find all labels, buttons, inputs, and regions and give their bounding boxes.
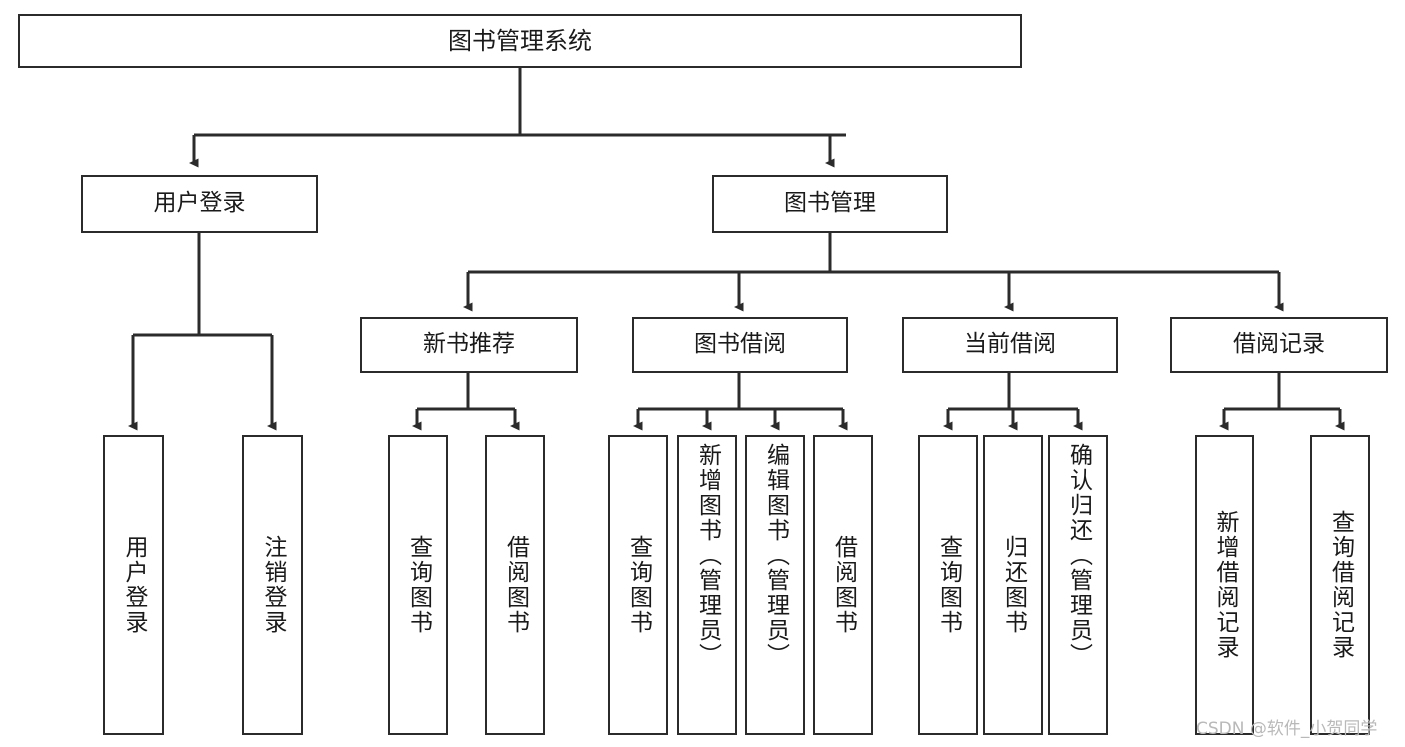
node-leaf-add-book-admin-label: 新增图书（管理员） [694, 443, 721, 668]
node-leaf-query-book-3-label: 查询图书 [935, 535, 962, 635]
node-leaf-confirm-return-admin-label: 确认归还（管理员） [1065, 443, 1092, 668]
node-leaf-add-borrow-record-label: 新增借阅记录 [1212, 510, 1238, 660]
node-book-borrow-label: 图书借阅 [694, 331, 786, 358]
node-leaf-confirm-return-admin[interactable]: 确认归还（管理员） [1048, 435, 1108, 735]
node-book-management[interactable]: 图书管理 [712, 175, 948, 233]
node-leaf-user-logout[interactable]: 注销登录 [242, 435, 303, 735]
node-user-login[interactable]: 用户登录 [81, 175, 318, 233]
node-leaf-borrow-book-1[interactable]: 借阅图书 [485, 435, 545, 735]
node-new-book-recommend[interactable]: 新书推荐 [360, 317, 578, 373]
node-leaf-return-book[interactable]: 归还图书 [983, 435, 1043, 735]
node-leaf-borrow-book-2[interactable]: 借阅图书 [813, 435, 873, 735]
node-current-borrow[interactable]: 当前借阅 [902, 317, 1118, 373]
node-root-label: 图书管理系统 [448, 26, 592, 55]
node-new-book-recommend-label: 新书推荐 [423, 331, 515, 358]
node-book-management-label: 图书管理 [784, 190, 876, 217]
node-borrow-record-label: 借阅记录 [1233, 331, 1325, 358]
node-leaf-query-book-1[interactable]: 查询图书 [388, 435, 448, 735]
node-leaf-add-borrow-record[interactable]: 新增借阅记录 [1195, 435, 1254, 735]
node-leaf-query-borrow-record[interactable]: 查询借阅记录 [1310, 435, 1370, 735]
node-leaf-query-book-2[interactable]: 查询图书 [608, 435, 668, 735]
node-user-login-label: 用户登录 [153, 190, 246, 217]
node-leaf-user-login[interactable]: 用户登录 [103, 435, 164, 735]
watermark-text: CSDN @软件_小贺同学 [1196, 719, 1378, 739]
node-leaf-query-book-1-label: 查询图书 [405, 535, 432, 635]
node-leaf-user-logout-label: 注销登录 [260, 535, 286, 635]
node-book-borrow[interactable]: 图书借阅 [632, 317, 848, 373]
node-leaf-edit-book-admin[interactable]: 编辑图书（管理员） [745, 435, 805, 735]
node-leaf-query-borrow-record-label: 查询借阅记录 [1327, 510, 1354, 660]
node-leaf-return-book-label: 归还图书 [1000, 535, 1027, 635]
node-leaf-query-book-3[interactable]: 查询图书 [918, 435, 978, 735]
node-leaf-borrow-book-2-label: 借阅图书 [830, 535, 857, 635]
node-borrow-record[interactable]: 借阅记录 [1170, 317, 1388, 373]
node-leaf-borrow-book-1-label: 借阅图书 [502, 535, 529, 635]
node-leaf-add-book-admin[interactable]: 新增图书（管理员） [677, 435, 737, 735]
node-root-book-management-system[interactable]: 图书管理系统 [18, 14, 1022, 68]
node-leaf-query-book-2-label: 查询图书 [625, 535, 652, 635]
node-leaf-user-login-label: 用户登录 [121, 535, 147, 635]
node-current-borrow-label: 当前借阅 [964, 331, 1056, 358]
node-leaf-edit-book-admin-label: 编辑图书（管理员） [762, 443, 789, 668]
